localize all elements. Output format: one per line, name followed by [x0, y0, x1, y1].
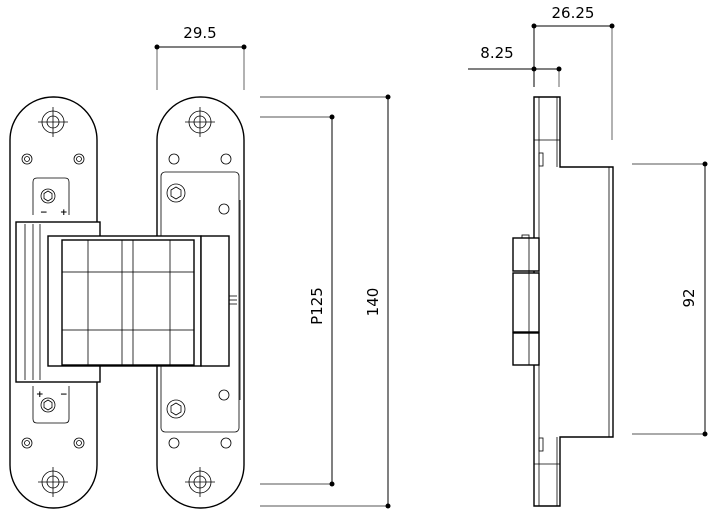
small-holes: [21, 153, 85, 449]
adjust-minus-label: −: [40, 208, 48, 218]
dimension-label-depth-total: 26.25: [552, 4, 595, 22]
dimension-pitch: P125: [260, 114, 335, 487]
dimension-length: 140: [260, 94, 391, 509]
dimension-label-length: 140: [364, 288, 382, 317]
adjust-plus-label: +: [36, 390, 44, 400]
dimension-label-pitch: P125: [308, 287, 326, 325]
dimension-label-body-length: 92: [680, 288, 698, 307]
side-view: [512, 96, 614, 507]
mounting-hole-icon: [38, 107, 68, 497]
adjust-minus-label: −: [60, 390, 68, 400]
dimension-width: 29.5: [154, 24, 247, 90]
dimension-depth-total: 26.25: [531, 4, 615, 140]
dimension-depth-offset: 8.25: [468, 44, 562, 87]
adjust-plus-label: +: [60, 208, 68, 218]
dimension-label-depth-offset: 8.25: [480, 44, 513, 62]
dimension-body-length: 92: [632, 161, 708, 437]
hinge-arms: [15, 221, 230, 383]
dimension-label-width: 29.5: [183, 24, 216, 42]
